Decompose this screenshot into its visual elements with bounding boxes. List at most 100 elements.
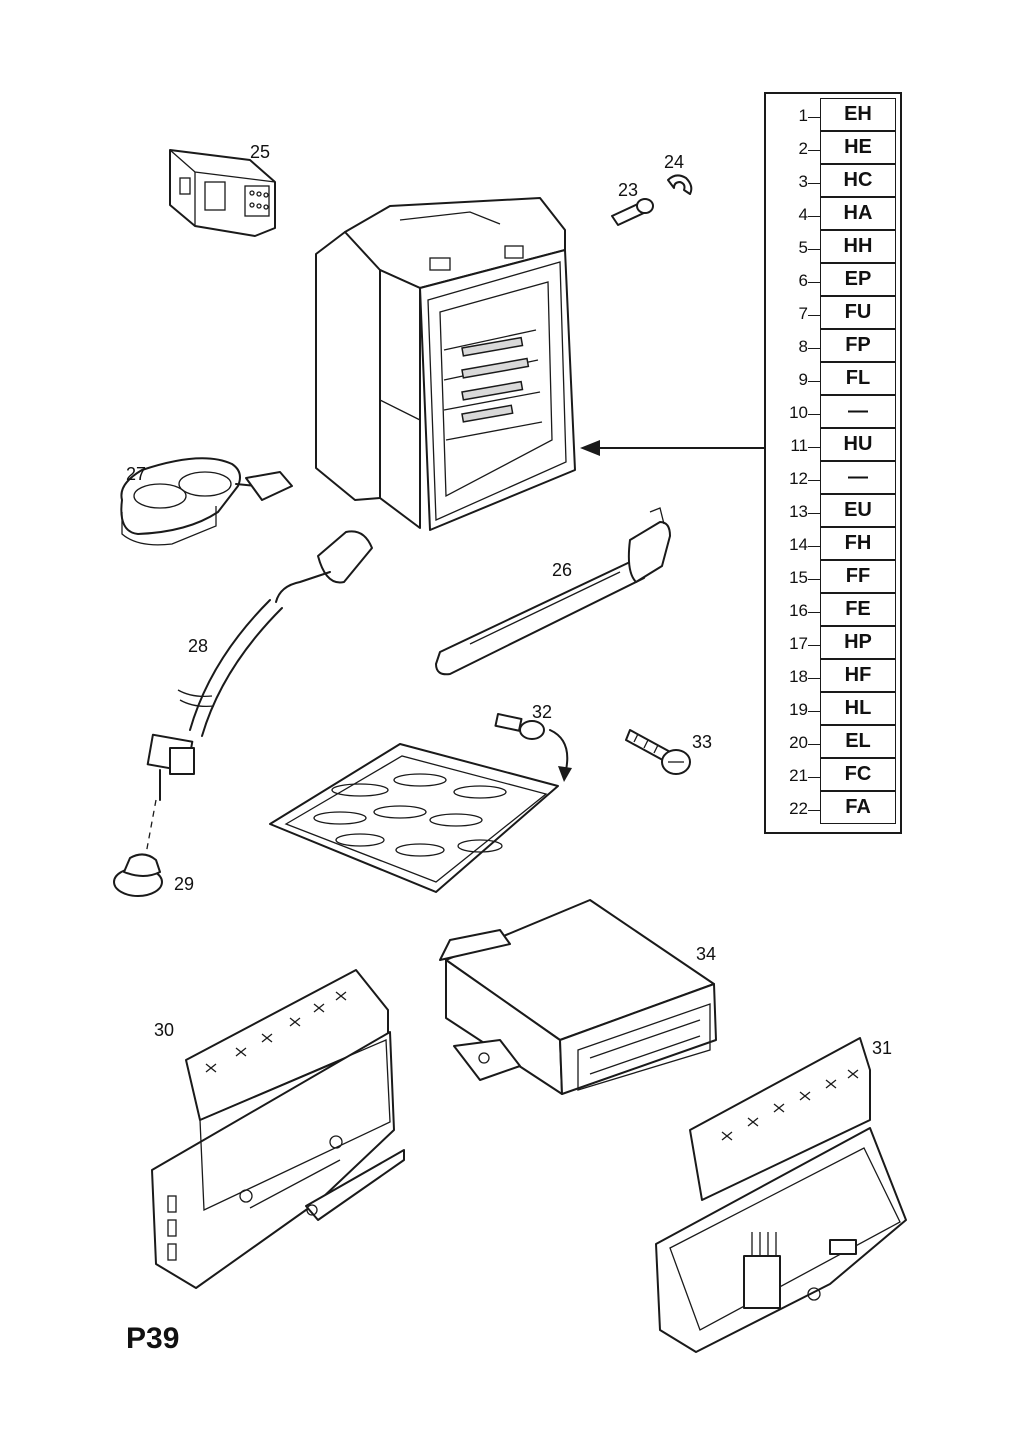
part-25-connector — [169, 149, 276, 237]
code-row-tick — [808, 150, 820, 151]
code-row-tick — [808, 381, 820, 382]
callout-34: 34 — [696, 944, 716, 964]
pointer-arrow — [580, 440, 765, 456]
callout-33: 33 — [692, 732, 712, 752]
code-box: FH — [820, 527, 896, 560]
part-34-module — [439, 899, 717, 1095]
code-row: 22 FA — [766, 791, 900, 824]
code-row: 14 FH — [766, 527, 900, 560]
circuit-board — [269, 743, 559, 893]
code-row: 21 FC — [766, 758, 900, 791]
code-row-number: 3 — [798, 172, 808, 191]
code-box: FE — [820, 593, 896, 626]
code-row-number: 18 — [789, 667, 808, 686]
code-row: 19 HL — [766, 692, 900, 725]
code-row-number: 15 — [789, 568, 808, 587]
code-row: 12 — — [766, 461, 900, 494]
code-row-tick — [808, 777, 820, 778]
code-row-number: 17 — [789, 634, 808, 653]
main-control-unit — [315, 197, 576, 531]
code-row-number: 22 — [789, 799, 808, 818]
code-row-number: 16 — [789, 601, 808, 620]
code-box: — — [820, 461, 896, 494]
code-row: 18 HF — [766, 659, 900, 692]
callout-25: 25 — [250, 142, 270, 162]
code-row-tick — [808, 414, 820, 415]
code-row-tick — [808, 480, 820, 481]
code-box: HA — [820, 197, 896, 230]
code-row-tick — [808, 117, 820, 118]
code-row-tick — [808, 678, 820, 679]
code-box: FP — [820, 329, 896, 362]
code-row: 5 HH — [766, 230, 900, 263]
code-row: 10 — — [766, 395, 900, 428]
code-row: 16 FE — [766, 593, 900, 626]
code-row-number: 4 — [798, 205, 808, 224]
part-31-panel — [655, 1037, 907, 1353]
code-row: 15 FF — [766, 560, 900, 593]
code-row-tick — [808, 348, 820, 349]
part-29-grommet — [113, 853, 163, 897]
part-33-screw — [625, 729, 691, 775]
code-row-tick — [808, 183, 820, 184]
code-row-tick — [808, 513, 820, 514]
code-row-tick — [808, 216, 820, 217]
code-row-number: 21 — [789, 766, 808, 785]
callout-27: 27 — [126, 464, 146, 484]
part-26-cable-tie — [435, 507, 671, 676]
part-24-clip — [667, 174, 693, 195]
code-row: 13 EU — [766, 494, 900, 527]
part-28-cable — [145, 530, 373, 855]
code-row-number: 12 — [789, 469, 808, 488]
code-box: FF — [820, 560, 896, 593]
code-row: 3 HC — [766, 164, 900, 197]
code-row-number: 11 — [790, 436, 808, 455]
code-box: EU — [820, 494, 896, 527]
code-row-tick — [808, 744, 820, 745]
code-row-number: 7 — [798, 304, 808, 323]
code-box: FU — [820, 296, 896, 329]
code-row-tick — [808, 645, 820, 646]
code-box: — — [820, 395, 896, 428]
code-row-number: 13 — [789, 502, 808, 521]
code-row-number: 6 — [798, 271, 808, 290]
code-row-tick — [808, 810, 820, 811]
code-row-number: 10 — [789, 403, 808, 422]
code-box: HH — [820, 230, 896, 263]
code-row-number: 5 — [798, 238, 808, 257]
code-row-number: 19 — [789, 700, 808, 719]
code-row-tick — [808, 612, 820, 613]
code-box: HL — [820, 692, 896, 725]
part-30-panel — [151, 969, 405, 1289]
code-row-tick — [808, 282, 820, 283]
code-box: EP — [820, 263, 896, 296]
code-row-number: 8 — [798, 337, 808, 356]
code-row-number: 2 — [798, 139, 808, 158]
code-row-tick — [808, 579, 820, 580]
callout-30: 30 — [154, 1020, 174, 1040]
code-box: FC — [820, 758, 896, 791]
code-box: FA — [820, 791, 896, 824]
code-row-number: 1 — [798, 106, 808, 125]
callout-28: 28 — [188, 636, 208, 656]
callout-26: 26 — [552, 560, 572, 580]
code-row-tick — [808, 711, 820, 712]
callout-23: 23 — [618, 180, 638, 200]
code-box: HF — [820, 659, 896, 692]
code-box: HE — [820, 131, 896, 164]
code-row-tick — [808, 447, 820, 448]
code-row-tick — [808, 315, 820, 316]
code-row-number: 14 — [789, 535, 808, 554]
callout-32: 32 — [532, 702, 552, 722]
part-23-bulb — [611, 198, 654, 226]
code-row-tick — [808, 546, 820, 547]
callout-24: 24 — [664, 152, 684, 172]
part-27-switch — [120, 457, 293, 546]
callout-31: 31 — [872, 1038, 892, 1058]
code-box: HC — [820, 164, 896, 197]
